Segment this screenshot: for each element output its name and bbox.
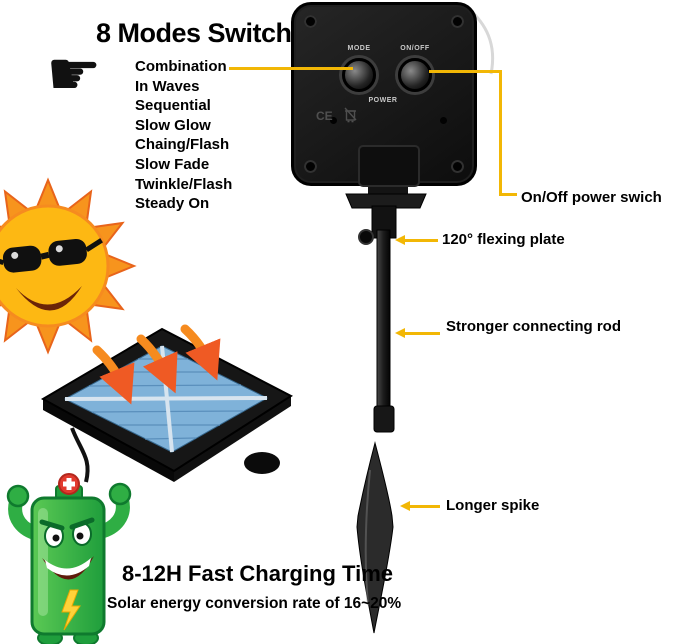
callout-line-power-v	[499, 70, 502, 196]
modes-title: 8 Modes Switch	[96, 18, 292, 48]
screw-icon	[304, 160, 317, 173]
mode-item: Steady On	[135, 195, 210, 213]
mode-item: Slow Glow	[135, 116, 211, 134]
charging-title: 8-12H Fast Charging Time	[122, 561, 393, 586]
mode-item: Twinkle/Flash	[135, 175, 233, 193]
connecting-rod-part	[373, 229, 395, 433]
screw-icon	[304, 15, 317, 28]
mode-button-label: MODE	[347, 45, 371, 52]
onoff-button-label: ON/OFF	[400, 45, 430, 52]
weee-bin-icon	[344, 107, 357, 123]
modes-list: Combination In Waves Sequential Slow Glo…	[135, 57, 232, 214]
callout-arrow-spike	[400, 501, 410, 511]
callout-line-flex	[404, 239, 438, 242]
callout-arrow-rod	[395, 328, 405, 338]
callout-longer-spike: Longer spike	[446, 497, 540, 514]
ground-spike-part	[356, 441, 394, 634]
screw-icon	[451, 15, 464, 28]
callout-arrow-flex	[395, 235, 405, 245]
screw-dot-icon	[440, 117, 447, 124]
mode-item: Chaing/Flash	[135, 136, 230, 154]
callout-line-spike	[409, 505, 440, 508]
callout-power-switch: On/Off power swich	[521, 189, 662, 206]
onoff-button	[398, 58, 432, 92]
screw-icon	[451, 160, 464, 173]
callout-line-mode	[229, 67, 353, 70]
mode-item: Sequential	[135, 97, 211, 115]
callout-flexing-plate: 120° flexing plate	[442, 231, 565, 248]
mode-item: In Waves	[135, 77, 200, 95]
screw-dot-icon	[330, 117, 337, 124]
battery-compartment	[358, 145, 420, 187]
sunglasses-icon	[0, 238, 103, 273]
mode-item: Slow Fade	[135, 155, 210, 173]
ce-mark: CE	[316, 109, 333, 123]
battery-character-icon	[6, 473, 132, 644]
callout-line-power-h	[429, 70, 502, 73]
mode-item: Combination	[135, 58, 227, 75]
power-label: POWER	[368, 97, 398, 104]
controller-device: MODE ON/OFF POWER CE	[291, 2, 477, 187]
charging-subtitle: Solar energy conversion rate of 16~20%	[107, 595, 402, 612]
callout-connecting-rod: Stronger connecting rod	[446, 318, 622, 335]
sunlight-arrows-icon	[92, 324, 221, 405]
callout-line-power-end	[499, 193, 517, 196]
solar-panel-illustration	[40, 327, 293, 483]
panel-cable	[70, 427, 90, 483]
mode-button	[342, 58, 376, 92]
sun-icon	[0, 177, 137, 355]
callout-line-rod	[404, 332, 440, 335]
pointing-hand-icon: ☛	[46, 40, 102, 109]
